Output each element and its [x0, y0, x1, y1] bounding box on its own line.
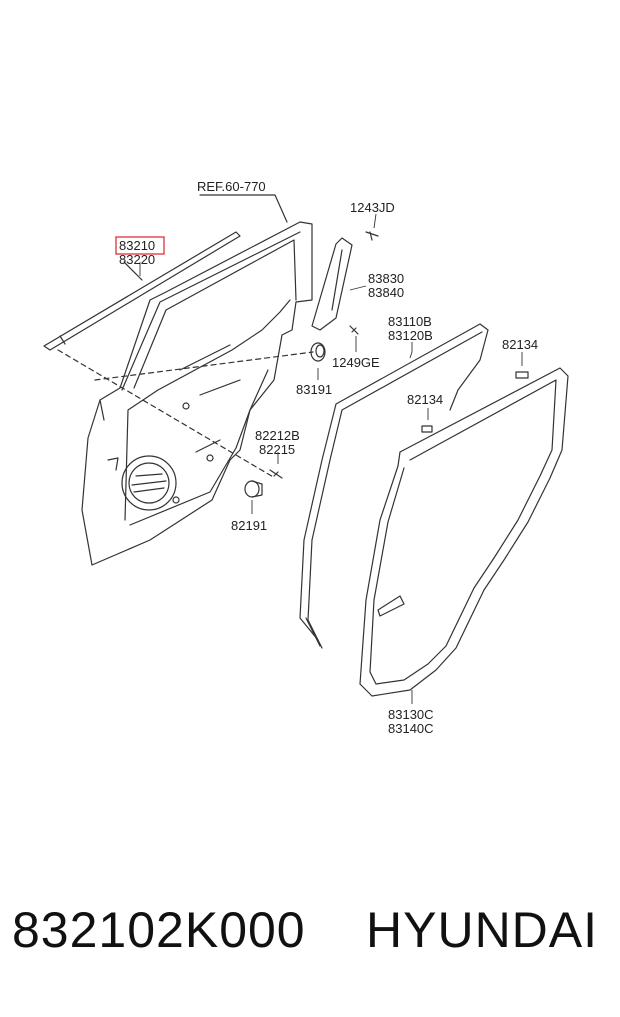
- plug-83191: [310, 342, 326, 362]
- part-label-83120B[interactable]: 83120B: [388, 328, 433, 343]
- part-label-83210[interactable]: 83210: [119, 238, 155, 253]
- ref-label: REF.60-770: [197, 179, 266, 194]
- belt-weatherstrip-part: [43, 231, 241, 351]
- door-panel-part: [81, 221, 313, 566]
- parts-diagram: REF.60-770 83210 83220 1243JD 83830 8384…: [43, 179, 569, 736]
- corner-trim-part: [311, 237, 353, 331]
- projection-line: [57, 349, 276, 479]
- part-label-1243JD[interactable]: 1243JD: [350, 200, 395, 215]
- part-label-83830[interactable]: 83830: [368, 271, 404, 286]
- projection-line: [94, 351, 314, 381]
- brand-caption: HYUNDAI: [366, 902, 599, 958]
- highlight-box: [115, 236, 165, 255]
- leader-1243JD: [373, 213, 377, 229]
- part-label-83840[interactable]: 83840: [368, 285, 404, 300]
- clip-82134-mid: [421, 425, 433, 433]
- body-weatherstrip-part: [359, 367, 569, 697]
- screw-1243JD: [365, 231, 379, 241]
- part-label-82191[interactable]: 82191: [231, 518, 267, 533]
- part-label-82134-right[interactable]: 82134: [502, 337, 538, 352]
- screw-82215: [269, 469, 283, 479]
- clip-82134-right: [515, 371, 529, 379]
- leader-83110B: [409, 342, 413, 359]
- part-label-82215[interactable]: 82215: [259, 442, 295, 457]
- part-label-83191[interactable]: 83191: [296, 382, 332, 397]
- part-label-83220[interactable]: 83220: [119, 252, 155, 267]
- screw-1249GE: [349, 325, 359, 335]
- leader-83830: [349, 285, 367, 291]
- part-label-83110B[interactable]: 83110B: [388, 314, 432, 329]
- part-label-1249GE[interactable]: 1249GE: [332, 355, 380, 370]
- part-number-caption: 832102K000: [12, 902, 306, 958]
- ref-leader-line: [199, 194, 288, 223]
- part-label-83130C[interactable]: 83130C: [388, 707, 434, 722]
- part-label-83140C[interactable]: 83140C: [388, 721, 434, 736]
- plug-82191: [244, 480, 263, 498]
- door-weatherstrip-part: [299, 323, 489, 649]
- part-label-82134-mid[interactable]: 82134: [407, 392, 443, 407]
- part-label-82212B[interactable]: 82212B: [255, 428, 300, 443]
